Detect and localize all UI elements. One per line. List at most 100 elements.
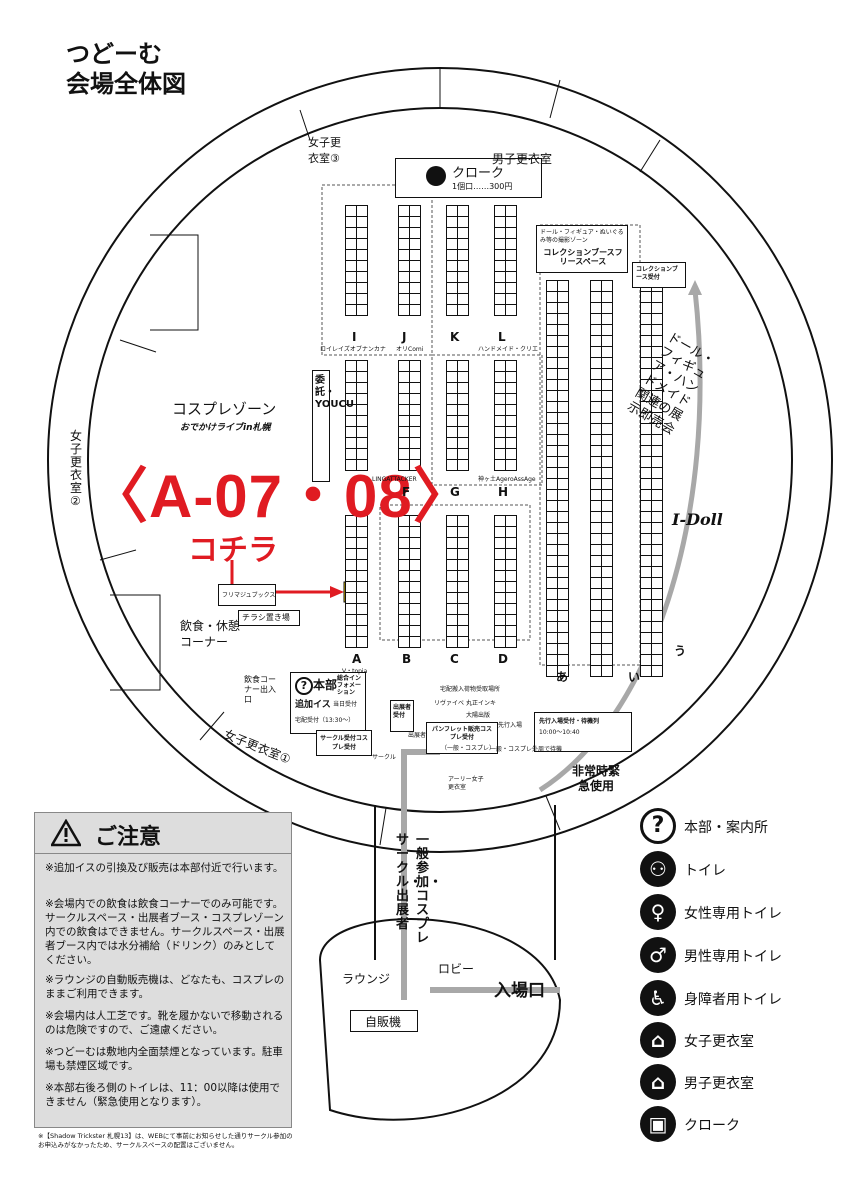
notice-item-5: ※つどーむは敷地内全面禁煙となっています。駐車場も禁煙区域です。 — [45, 1046, 283, 1072]
women-dressing-room-3: 女子更衣室③ — [308, 136, 341, 165]
collection-free-label: コレクションブースフリースペース — [543, 248, 623, 266]
rivaibe-label: リヴァイベ — [434, 700, 465, 707]
warning-icon — [51, 819, 81, 847]
chirashi-label: チラシ置き場 — [242, 613, 290, 622]
column-letter-あ: あ — [556, 670, 569, 684]
food-corner-exit: 飲食コーナー出入口 — [244, 675, 276, 704]
legend-label-women-dressing: 女子更衣室 — [684, 1034, 754, 1050]
consign-label: 委託・YOUCU — [315, 375, 354, 410]
men-dressing-room: 男子更衣室 — [492, 152, 553, 166]
extra-chair-label: 追加イス — [295, 700, 331, 710]
early-entry-route — [538, 289, 703, 793]
exhibitor-label: 出展者受付 — [393, 704, 412, 719]
notice-item-1: ※追加イスの引換及び販売は本部付近で行います。 — [45, 862, 284, 874]
column-note-F: LINGATTACKER — [372, 476, 417, 483]
maruzen-label: 丸正インキ — [466, 700, 497, 707]
taiyo-label: 大陽出版 — [466, 712, 491, 719]
highlight-pointer-head — [330, 586, 344, 598]
pamphlet-label: パンフレット販売コスプレ受付 — [431, 726, 493, 741]
column-letter-H: H — [498, 485, 509, 499]
furimaji-label: フリマジュブックス — [222, 592, 276, 599]
booth-cell — [409, 304, 421, 316]
furimaji-area: フリマジュブックス — [218, 584, 276, 606]
column-note-A: V・topia — [342, 668, 368, 675]
booth-cell — [651, 665, 663, 677]
idoll-logo: I-Doll — [672, 510, 723, 529]
vending-area: 自販機 — [350, 1010, 418, 1032]
circle-cosplay-desk: サークル受付コスプレ受付 — [316, 730, 372, 756]
column-letter-G: G — [450, 485, 460, 499]
column-letter-う: う — [674, 644, 687, 658]
notice-header: ご注意 — [35, 813, 291, 854]
notice-item-3: ※ラウンジの自動販売機は、どなたも、コスプレのままご利用できます。 — [45, 974, 285, 1000]
honbu-label: 本部 — [313, 678, 338, 692]
booth-cell — [557, 665, 569, 677]
notice-item-2: ※会場内での飲食は飲食コーナーでのみ可能です。サークルスペース・出展者ブース・コ… — [45, 898, 285, 966]
highlight-booth-id: A-07・08 — [149, 463, 413, 530]
map-title: つどーむ — [66, 40, 162, 68]
entrance-label: 入場口 — [494, 981, 545, 1001]
booth-cell — [601, 665, 613, 677]
legend-label-info: 本部・案内所 — [684, 820, 768, 836]
booth-cell — [457, 636, 469, 648]
column-letter-K: K — [450, 330, 460, 344]
ippan-cosplay-label: 一般・コスプレ外周で待機 — [490, 746, 563, 753]
column-note-L: ハンドメイド・クリエ — [478, 346, 539, 353]
booth-cell — [409, 459, 421, 471]
women-dressing-room-2: 女子更衣室② — [70, 429, 83, 508]
notice-box: ご注意 ※追加イスの引換及び販売は本部付近で行います。 ※会場内での飲食は飲食コ… — [34, 812, 292, 1128]
column-letter-い: い — [628, 670, 641, 684]
early-entry-label: 先行入場受付・待機列 — [539, 718, 600, 725]
accessible-restroom-icon: ♿ — [640, 980, 676, 1016]
highlight-booth-label: 〈A-07・08〉 — [88, 463, 474, 530]
collection-booth-label: コレクションブース受付 — [636, 266, 678, 281]
booth-cell — [505, 459, 517, 471]
briefcase-icon — [426, 166, 446, 186]
notice-title: ご注意 — [95, 825, 162, 850]
column-letter-J: J — [402, 330, 407, 344]
hanger-icon: ⌂ — [640, 1022, 676, 1058]
legend-label-accessible: 身障者用トイレ — [684, 992, 782, 1008]
food-corner-label: 飲食・休憩コーナー — [180, 619, 241, 649]
footnote: ※【Shadow Trickster 札幌13】は、WEBにて事前にお知らせした… — [38, 1132, 293, 1149]
column-note-H: 神ヶ土AgeroAssAge — [478, 476, 536, 483]
circle-cosplay-label: サークル受付コスプレ受付 — [320, 735, 368, 751]
legend-label-men-dressing: 男子更衣室 — [684, 1076, 754, 1092]
booth-cell — [505, 304, 517, 316]
column-note-J: オリComi — [396, 346, 424, 353]
sakuru-label: サークル — [372, 754, 396, 761]
doll-zone-label: ドール・フィギュア・ぬいぐるみ等の撮影ゾーン — [540, 229, 624, 244]
booth-cell — [457, 304, 469, 316]
cosplay-zone-label: コスプレゾーン — [172, 400, 277, 418]
booth-cell — [409, 636, 421, 648]
notice-item-4: ※会場内は人工芝です。靴を履かないで移動されるのは危険ですので、ご遠慮ください。 — [45, 1010, 284, 1036]
legend-label-men: 男性専用トイレ — [684, 949, 782, 965]
column-letter-A: A — [352, 652, 362, 666]
column-letter-C: C — [450, 652, 459, 666]
booth-cell — [356, 304, 368, 316]
cloak-label: クローク — [452, 166, 505, 181]
connector-corridor — [374, 805, 556, 960]
map-subtitle: 会場全体図 — [66, 70, 186, 98]
notice-item-6: ※本部右後ろ側のトイレは、11：00以降は使用できません（緊急使用となります）。 — [45, 1082, 281, 1108]
vending-label: 自販機 — [365, 1015, 402, 1029]
cloak-price: 1個口……300円 — [452, 182, 513, 191]
legend-label-restroom: トイレ — [684, 863, 726, 879]
booth-cell — [356, 459, 368, 471]
lounge-label: ラウンジ — [342, 972, 391, 986]
lobby-label: ロビー — [438, 962, 475, 976]
early-women-label: アーリー女子更衣室 — [448, 776, 484, 791]
pamphlet-sublabel: （一般・コスプレ） — [441, 745, 496, 752]
extra-chair-sublabel: 当日受付 — [333, 701, 358, 708]
honbu-sublabel: 総合インフォメーション — [337, 675, 362, 696]
collection-booth-desk: コレクションブース受付 — [632, 262, 686, 288]
cloak-area: クローク 1個口……300円 — [395, 158, 542, 198]
honbu-desk: ? 本部 総合インフォメーション 追加イス 当日受付 宅配受付（13:30～） — [290, 672, 366, 734]
doll-zone: ドール・フィギュア・ぬいぐるみ等の撮影ゾーン コレクションブースフリースペース — [536, 225, 628, 273]
early-entry-desk: 先行入場受付・待機列 10:00～10:40 — [534, 712, 632, 752]
booth-cell — [505, 636, 517, 648]
column-note-I: ロイレイズオブナンカナ — [320, 346, 386, 353]
early-entry-arrow — [688, 280, 702, 295]
cosplay-zone-sublabel: おでかけライブin札幌 — [180, 423, 271, 433]
